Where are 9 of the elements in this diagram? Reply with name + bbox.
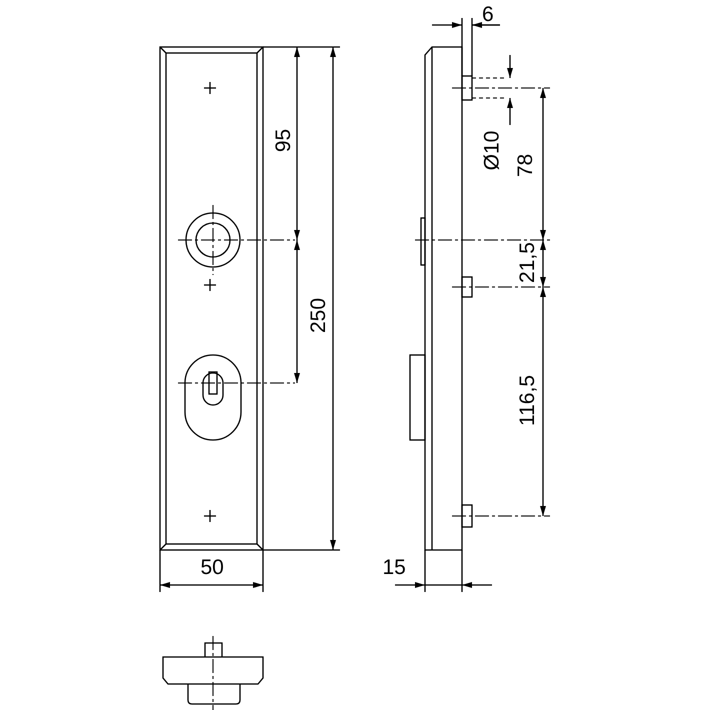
dimension-label: 21,5 [516, 242, 538, 282]
dimension-label: 50 [200, 556, 224, 578]
dimension-label: 78 [514, 153, 536, 177]
dimension-label: 116,5 [516, 374, 538, 426]
dimension-label: 15 [382, 556, 406, 578]
dimension-label: 250 [308, 297, 329, 333]
dimension-label: 95 [272, 128, 294, 152]
dimension-label: Ø10 [481, 130, 502, 170]
dimension-label: 6 [482, 4, 494, 24]
